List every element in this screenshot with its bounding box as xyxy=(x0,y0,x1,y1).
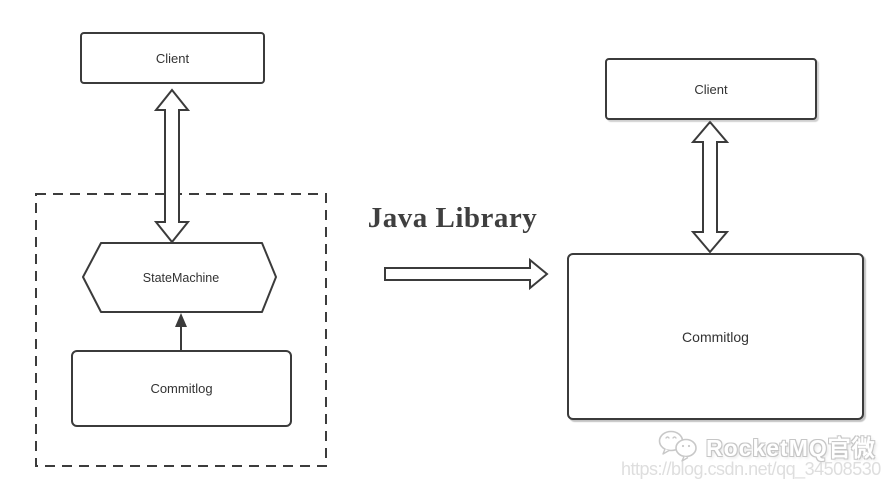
left-client-label: Client xyxy=(155,50,190,66)
left-double-arrow xyxy=(153,88,191,244)
watermark-url-text: https://blog.csdn.net/qq_34508530 xyxy=(621,459,881,479)
right-client-box: Client xyxy=(605,58,817,120)
left-commitlog-box: Commitlog xyxy=(71,350,292,427)
commitlog-to-statemachine-arrowhead xyxy=(175,313,187,327)
statemachine-hexagon-shape xyxy=(82,242,277,313)
transition-block-arrow xyxy=(384,257,549,291)
transition-title: Java Library xyxy=(367,202,538,234)
right-client-label: Client xyxy=(694,81,728,97)
statemachine-label: StateMachine xyxy=(142,270,220,285)
statemachine-label-wrap: StateMachine xyxy=(90,243,272,312)
watermark-brand-text: RocketMQ官微 xyxy=(706,435,876,461)
watermark: RocketMQ官微 xyxy=(658,429,876,463)
right-commitlog-label: Commitlog xyxy=(682,328,749,345)
dashed-group-container xyxy=(35,193,327,467)
left-client-box: Client xyxy=(80,32,265,84)
left-commitlog-label: Commitlog xyxy=(150,381,213,396)
right-commitlog-box: Commitlog xyxy=(567,253,864,420)
right-double-arrow xyxy=(690,120,730,254)
wechat-icon xyxy=(658,430,697,462)
